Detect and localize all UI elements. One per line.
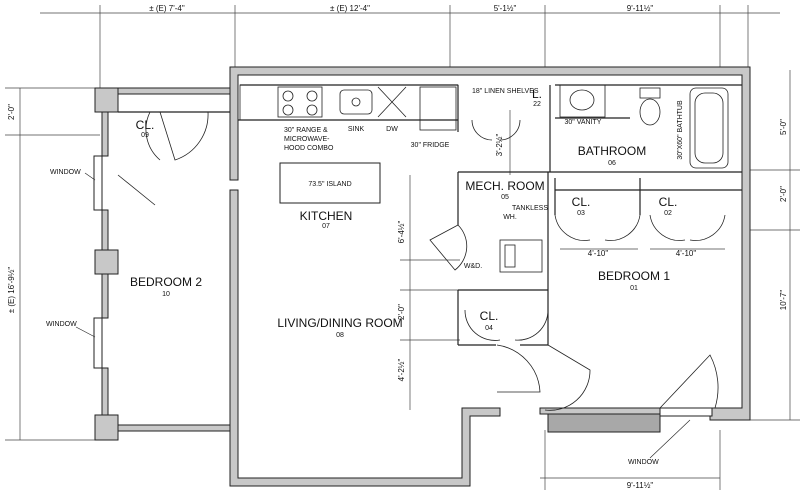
room-number-bedroom-1: 01 (630, 285, 638, 292)
dim-bottom-1: 9'-11½" (627, 481, 654, 490)
window-label-left-top: WINDOW (50, 169, 81, 176)
dim-top-1: ± (E) 7'-4" (149, 4, 185, 13)
room-name-mech: MECH. ROOM (465, 179, 544, 193)
room-name-linen: L. (532, 87, 542, 101)
leader-lines (75, 172, 691, 459)
window-label-left-bottom: WINDOW (46, 321, 77, 328)
range-label-2: MICROWAVE- (284, 136, 330, 143)
dim-right-3: 10'-7" (779, 290, 788, 311)
fridge (419, 86, 457, 131)
range (277, 86, 323, 118)
dim-top-3: 5'-1½" (494, 4, 517, 13)
dimension-labels: ± (E) 7'-4" ± (E) 12'-4" 5'-1½" 9'-11½" … (7, 4, 788, 490)
dim-mech-v2: 6'-4½" (397, 221, 406, 244)
dim-top-4: 9'-11½" (627, 4, 654, 13)
window-label-bottom: WINDOW (628, 459, 659, 466)
linen-shelves-label: 18" LINEN SHELVES (472, 88, 539, 95)
room-number-cl03: 03 (577, 210, 585, 217)
fridge-label: 30" FRIDGE (411, 142, 450, 149)
room-number-bathroom: 06 (608, 160, 616, 167)
windows (93, 155, 713, 417)
door-swings (117, 111, 726, 411)
dim-right-2: 2'-0" (779, 186, 788, 202)
kitchen-counter (239, 84, 459, 131)
room-name-living: LIVING/DINING ROOM (277, 316, 402, 330)
room-number-bedroom-2: 10 (162, 291, 170, 298)
room-name-cl03: CL. (572, 195, 591, 209)
room-number-linen: 22 (533, 101, 541, 108)
dim-mech-v1: 3'-2½" (495, 134, 504, 157)
room-name-bathroom: BATHROOM (578, 144, 646, 158)
room-name-bedroom-2: BEDROOM 2 (130, 275, 202, 289)
dim-left-overall: ± (E) 16'-9½" (7, 267, 16, 314)
room-number-cl04: 04 (485, 325, 493, 332)
dw-label: DW (386, 126, 398, 133)
room-name-kitchen: KITCHEN (300, 209, 353, 223)
room-number-mech: 05 (501, 194, 509, 201)
room-name-cl09: CL. (136, 118, 155, 132)
room-number-cl09: 09 (141, 132, 149, 139)
tankless-label-2: WH. (503, 214, 517, 221)
room-name-bedroom-1: BEDROOM 1 (598, 269, 670, 283)
tankless-label-1: TANKLESS (512, 205, 548, 212)
window-labels: WINDOW WINDOW WINDOW (46, 169, 659, 466)
interior-partitions (118, 84, 742, 346)
bath-fixtures (499, 84, 729, 273)
wd-label: W&D. (464, 263, 482, 270)
dim-right-1: 5'-0" (779, 119, 788, 135)
vanity-label: 30" VANITY (565, 119, 602, 126)
washer-dryer (499, 239, 543, 273)
island (279, 162, 381, 204)
island-label: 73.5" ISLAND (308, 181, 351, 188)
room-name-cl04: CL. (480, 309, 499, 323)
dim-top-2: ± (E) 12'-4" (330, 4, 370, 13)
room-number-cl02: 02 (664, 210, 672, 217)
dimension-lines (5, 5, 800, 490)
sink-label: SINK (348, 126, 365, 133)
range-label-1: 30" RANGE & (284, 127, 328, 134)
range-label-3: HOOD COMBO (284, 145, 334, 152)
room-name-cl02: CL. (659, 195, 678, 209)
room-number-living: 08 (336, 332, 344, 339)
dim-cl02-width: 4'-10" (676, 249, 697, 258)
room-number-kitchen: 07 (322, 223, 330, 230)
dim-left-top: 2'-0" (7, 104, 16, 120)
sink (339, 89, 373, 115)
walls (94, 66, 751, 487)
room-labels: KITCHEN 07 LIVING/DINING ROOM 08 BEDROOM… (130, 87, 677, 339)
dim-door-v: 4'-2½" (397, 359, 406, 382)
bathtub-label: 30"X60" BATHTUB (677, 100, 684, 160)
fixture-labels: 73.5" ISLAND 30" RANGE & MICROWAVE- HOOD… (284, 88, 684, 270)
dim-cl03-width: 4'-10" (588, 249, 609, 258)
dim-cl04-v: 2'-0" (397, 304, 406, 320)
